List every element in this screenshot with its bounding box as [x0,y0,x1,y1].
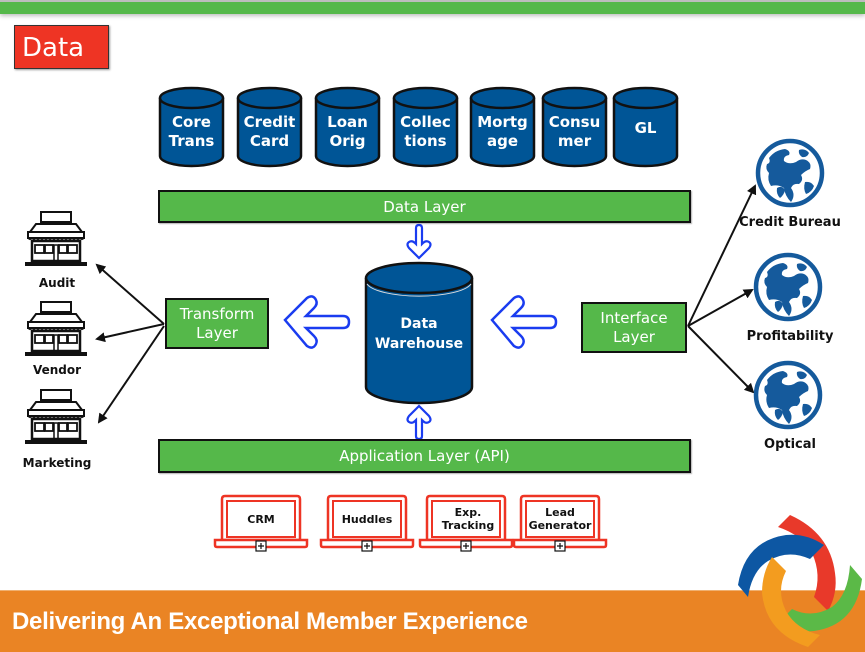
app-label-line2: Tracking [441,519,495,532]
transform-output-arrows [95,263,165,424]
arrow-warehouse-to-transform [283,295,351,349]
source-label-line2: tions [404,132,447,150]
source-label-line2: Orig [329,132,366,150]
source-label-line1: Credit [243,113,296,131]
source-label-core-trans: Core Trans [160,104,223,160]
data-layer-label: Data Layer [383,197,466,216]
storefront-icon [23,300,89,358]
source-label-line1: Collec [400,113,451,131]
logo-green-swirl [778,565,862,632]
source-label-line1: Mortg [477,113,528,131]
footer-band: Delivering An Exceptional Member Experie… [0,590,865,652]
output-label-credit-bureau: Credit Bureau [739,215,841,230]
source-label-collections: Collec tions [394,104,457,160]
warehouse-label-line1: Data [400,316,438,332]
output-label-marketing: Marketing [22,456,92,470]
footer-tagline: Delivering An Exceptional Member Experie… [12,608,528,635]
company-logo-icon [738,515,862,647]
logo-blue-swirl [738,534,824,597]
app-label-line1: CRM [247,512,275,526]
logo-red-swirl [778,515,836,611]
source-label-line1: Consu [548,113,601,131]
storefront-icon [23,210,89,268]
source-label-line2: Trans [168,132,215,150]
top-accent-bar [0,0,865,14]
app-label-exp-tracking: Exp. Tracking [432,501,504,537]
globe-icon [756,255,820,319]
source-label-gl: GL [614,104,677,152]
app-label-line1: Lead [545,506,575,519]
application-layer-label: Application Layer (API) [339,447,510,465]
source-label-line2: age [486,132,519,150]
interface-output-arrows [687,184,757,394]
arrow-api-to-warehouse [406,404,432,441]
transform-layer-label-line1: Transform [179,304,255,323]
app-label-line1: Exp. [454,506,482,519]
slide-title: Data [14,25,109,69]
data-layer-bar[interactable]: Data Layer [158,190,691,223]
globe-icon [756,363,820,427]
arrow-data-layer-to-warehouse [406,223,432,260]
arrow-interface-to-warehouse [490,295,558,349]
source-label-mortgage: Mortg age [471,104,534,160]
interface-layer-box[interactable]: Interface Layer [581,302,687,353]
warehouse-label-line2: Warehouse [374,336,464,352]
output-label-optical: Optical [764,437,816,452]
interface-layer-label-line2: Layer [613,327,655,346]
source-label-line1: GL [634,118,657,137]
app-label-crm: CRM [227,501,295,537]
logo-orange-swirl [762,557,820,647]
warehouse-label: Data Warehouse [366,314,472,354]
source-label-credit-card: Credit Card [238,104,301,160]
app-label-lead-generator: Lead Generator [526,501,594,537]
interface-layer-label-line1: Interface [600,308,668,327]
source-label-line2: Card [249,132,290,150]
app-label-huddles: Huddles [333,501,401,537]
app-label-line2: Generator [528,519,592,532]
app-label-line1: Huddles [341,512,393,526]
application-layer-bar[interactable]: Application Layer (API) [158,439,691,473]
output-label-vendor: Vendor [32,363,82,377]
source-label-line1: Loan [327,113,368,131]
source-label-loan-orig: Loan Orig [316,104,379,160]
source-label-consumer: Consu mer [543,104,606,160]
output-label-profitability: Profitability [746,329,834,344]
data-warehouse-cylinder[interactable] [364,261,474,405]
transform-layer-label-line2: Layer [196,323,238,342]
output-label-audit: Audit [38,276,76,290]
globe-icon [758,141,822,205]
transform-layer-box[interactable]: Transform Layer [165,298,269,349]
source-label-line2: mer [557,132,592,150]
storefront-icon [23,388,89,446]
source-label-line1: Core [172,113,211,131]
